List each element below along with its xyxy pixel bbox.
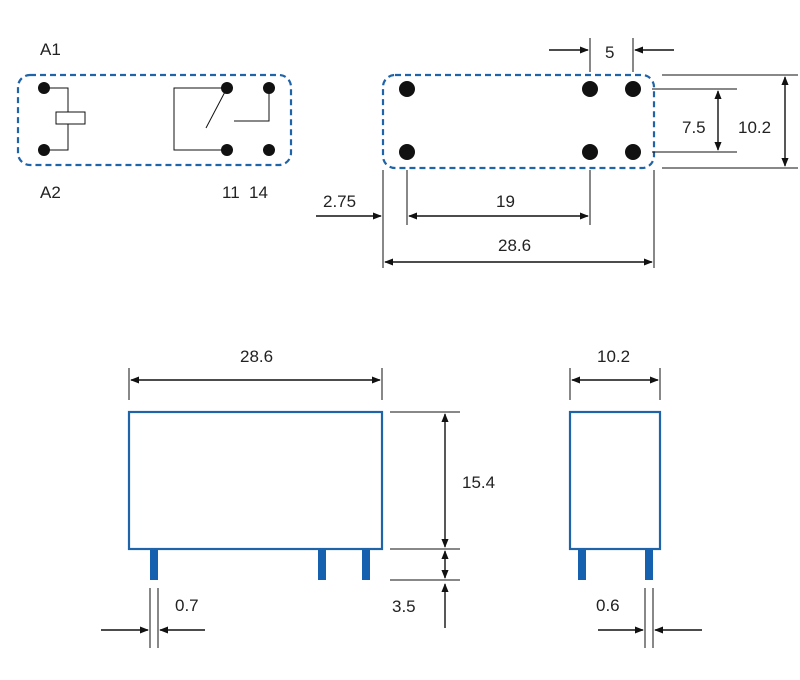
pin-hole <box>399 144 415 160</box>
pin-hole <box>399 81 415 97</box>
pin-hole <box>625 81 641 97</box>
coil-box <box>55 111 86 125</box>
dimension-pin-width-side: 0.6 <box>596 588 702 648</box>
contact-symbol <box>173 87 270 151</box>
terminal-dot-11 <box>221 144 233 156</box>
side-view: 10.2 0.6 <box>568 347 702 648</box>
pin-hole <box>582 144 598 160</box>
terminal-label-a1: A1 <box>40 40 61 59</box>
dimension-pin-length: 3.5 <box>390 550 460 628</box>
terminal-dot-a1 <box>38 82 50 94</box>
schematic-view: A1 A2 11 14 <box>16 40 293 202</box>
coil-symbol <box>44 87 86 151</box>
dimension-length: 28.6 <box>384 236 653 266</box>
relay-pin <box>318 550 326 580</box>
pin-layout-view: 5 7.5 10.2 2.75 19 <box>316 38 798 268</box>
terminal-label-a2: A2 <box>40 183 61 202</box>
dimension-body-height: 15.4 <box>390 411 495 550</box>
dimension-label-body-height: 15.4 <box>462 473 495 492</box>
relay-pin <box>362 550 370 580</box>
relay-pin <box>645 550 653 580</box>
dimension-pin-width-front: 0.7 <box>101 588 205 648</box>
dimension-label-side-width: 10.2 <box>597 347 630 366</box>
dimension-label-width: 10.2 <box>738 118 771 137</box>
pin-hole <box>582 81 598 97</box>
dimension-label-pin-width-side: 0.6 <box>596 596 620 615</box>
dimension-coil-to-contact: 19 <box>408 192 589 220</box>
dimension-label-body-length: 28.6 <box>240 347 273 366</box>
dimension-body-length: 28.6 <box>128 347 383 400</box>
dimension-pin-pitch: 5 <box>549 38 674 72</box>
terminal-label-14: 14 <box>249 183 268 202</box>
terminal-dot-nc <box>263 82 275 94</box>
dimension-label-edge-offset: 2.75 <box>323 192 356 211</box>
dimension-label-pitch: 5 <box>605 43 614 62</box>
dimension-row-spacing: 7.5 <box>652 88 737 153</box>
terminal-dot-a2 <box>38 144 50 156</box>
dimension-label-coil-to-contact: 19 <box>496 192 515 211</box>
relay-body-front <box>127 410 384 551</box>
relay-body-side <box>568 410 662 551</box>
terminal-dot-common-top <box>221 82 233 94</box>
schematic-outline <box>16 73 293 167</box>
dimension-width: 10.2 <box>662 74 798 169</box>
relay-pin <box>578 550 586 580</box>
relay-pin <box>150 550 158 580</box>
dimension-side-width: 10.2 <box>569 347 661 400</box>
terminal-label-11: 11 <box>222 183 240 202</box>
pin-hole <box>625 144 641 160</box>
dimension-label-pin-length: 3.5 <box>392 597 416 616</box>
front-view: 28.6 15.4 3.5 0.7 <box>101 347 495 648</box>
dimension-label-length: 28.6 <box>498 236 531 255</box>
dimension-label-row-spacing: 7.5 <box>682 118 706 137</box>
dimension-edge-offset: 2.75 <box>316 192 382 220</box>
terminal-dot-14 <box>263 144 275 156</box>
footprint-outline <box>381 73 656 170</box>
dimension-label-pin-width-front: 0.7 <box>175 596 199 615</box>
